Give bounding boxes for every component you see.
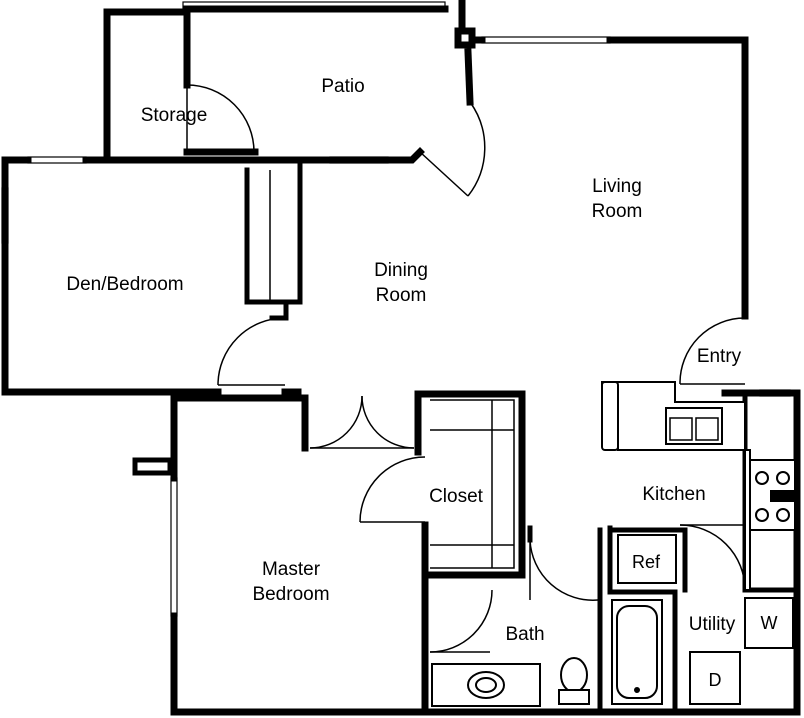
toilet-tank (558, 689, 590, 705)
refrigerator (617, 534, 677, 584)
label-bath: Bath (505, 624, 544, 645)
wall-closet (414, 390, 526, 579)
dryer-label: D (709, 670, 722, 690)
wall-ref-box (607, 527, 688, 593)
label-master-bedroom-2: Bedroom (252, 584, 329, 605)
refrigerator-label: Ref (632, 552, 661, 572)
kitchen-sink (665, 407, 723, 445)
washer (744, 597, 794, 649)
label-master-bedroom-1: Master (262, 559, 321, 580)
room-labels: Patio Storage Living Room Den/Bedroom Di… (66, 76, 741, 645)
burner-4 (776, 508, 790, 522)
burner-3 (755, 508, 769, 522)
washer-label: W (761, 613, 778, 633)
label-storage: Storage (141, 105, 208, 126)
door-utility-swing (679, 524, 746, 591)
closet-inner (430, 399, 515, 569)
door-entry-swing (679, 317, 746, 385)
label-dining-room-1: Dining (374, 260, 428, 281)
bathtub-inner (616, 605, 658, 699)
label-closet: Closet (429, 486, 484, 507)
door-master-right-swing (361, 395, 415, 449)
bath-fixtures (431, 599, 663, 707)
door-patio (419, 151, 469, 197)
bath-sink-basin (475, 677, 497, 693)
door-bath-master-swing (429, 589, 493, 653)
wall-kitchen-right (601, 389, 801, 716)
windows (1, 1, 791, 617)
window-living-top (481, 36, 611, 44)
burner-2 (776, 471, 790, 485)
label-utility: Utility (689, 614, 736, 635)
wall-master-stub (132, 457, 173, 476)
label-living-room-2: Room (592, 201, 643, 222)
wall-living-top-right (606, 36, 749, 320)
wall-storage-left (103, 8, 191, 164)
label-kitchen: Kitchen (642, 484, 705, 505)
door-bath-hall-swing (529, 539, 599, 601)
label-den-bedroom: Den/Bedroom (66, 274, 183, 295)
sink-basin-right (695, 417, 719, 441)
burner-1 (755, 471, 769, 485)
window-den-top (27, 156, 87, 164)
wall-den-outer (1, 156, 222, 396)
label-living-room-1: Living (592, 176, 642, 197)
wall-patio-bottom (103, 147, 425, 164)
label-dining-room-2: Room (376, 285, 427, 306)
doors (186, 84, 746, 653)
kitchen-counter-bar (601, 381, 619, 451)
door-closet-swing (359, 456, 426, 523)
label-patio: Patio (321, 76, 364, 97)
toilet-bowl (560, 657, 588, 693)
door-storage-swing (186, 84, 255, 153)
tub-drain (634, 687, 640, 693)
window-master-left (170, 477, 178, 617)
door-den-swing (217, 317, 286, 386)
wall-patio-right-lower (464, 48, 474, 106)
door-master-left-swing (309, 395, 363, 449)
dryer (689, 651, 741, 705)
wall-master-left-lower (170, 612, 434, 716)
sink-basin-left (669, 417, 693, 441)
label-entry: Entry (697, 346, 742, 367)
stove-vent (770, 490, 797, 502)
door-patio-swing (467, 101, 486, 197)
wall-utility-left (607, 525, 678, 715)
kitchen-fixtures (601, 381, 797, 591)
wall-den-closet (244, 162, 303, 305)
wall-master-top (170, 394, 309, 452)
